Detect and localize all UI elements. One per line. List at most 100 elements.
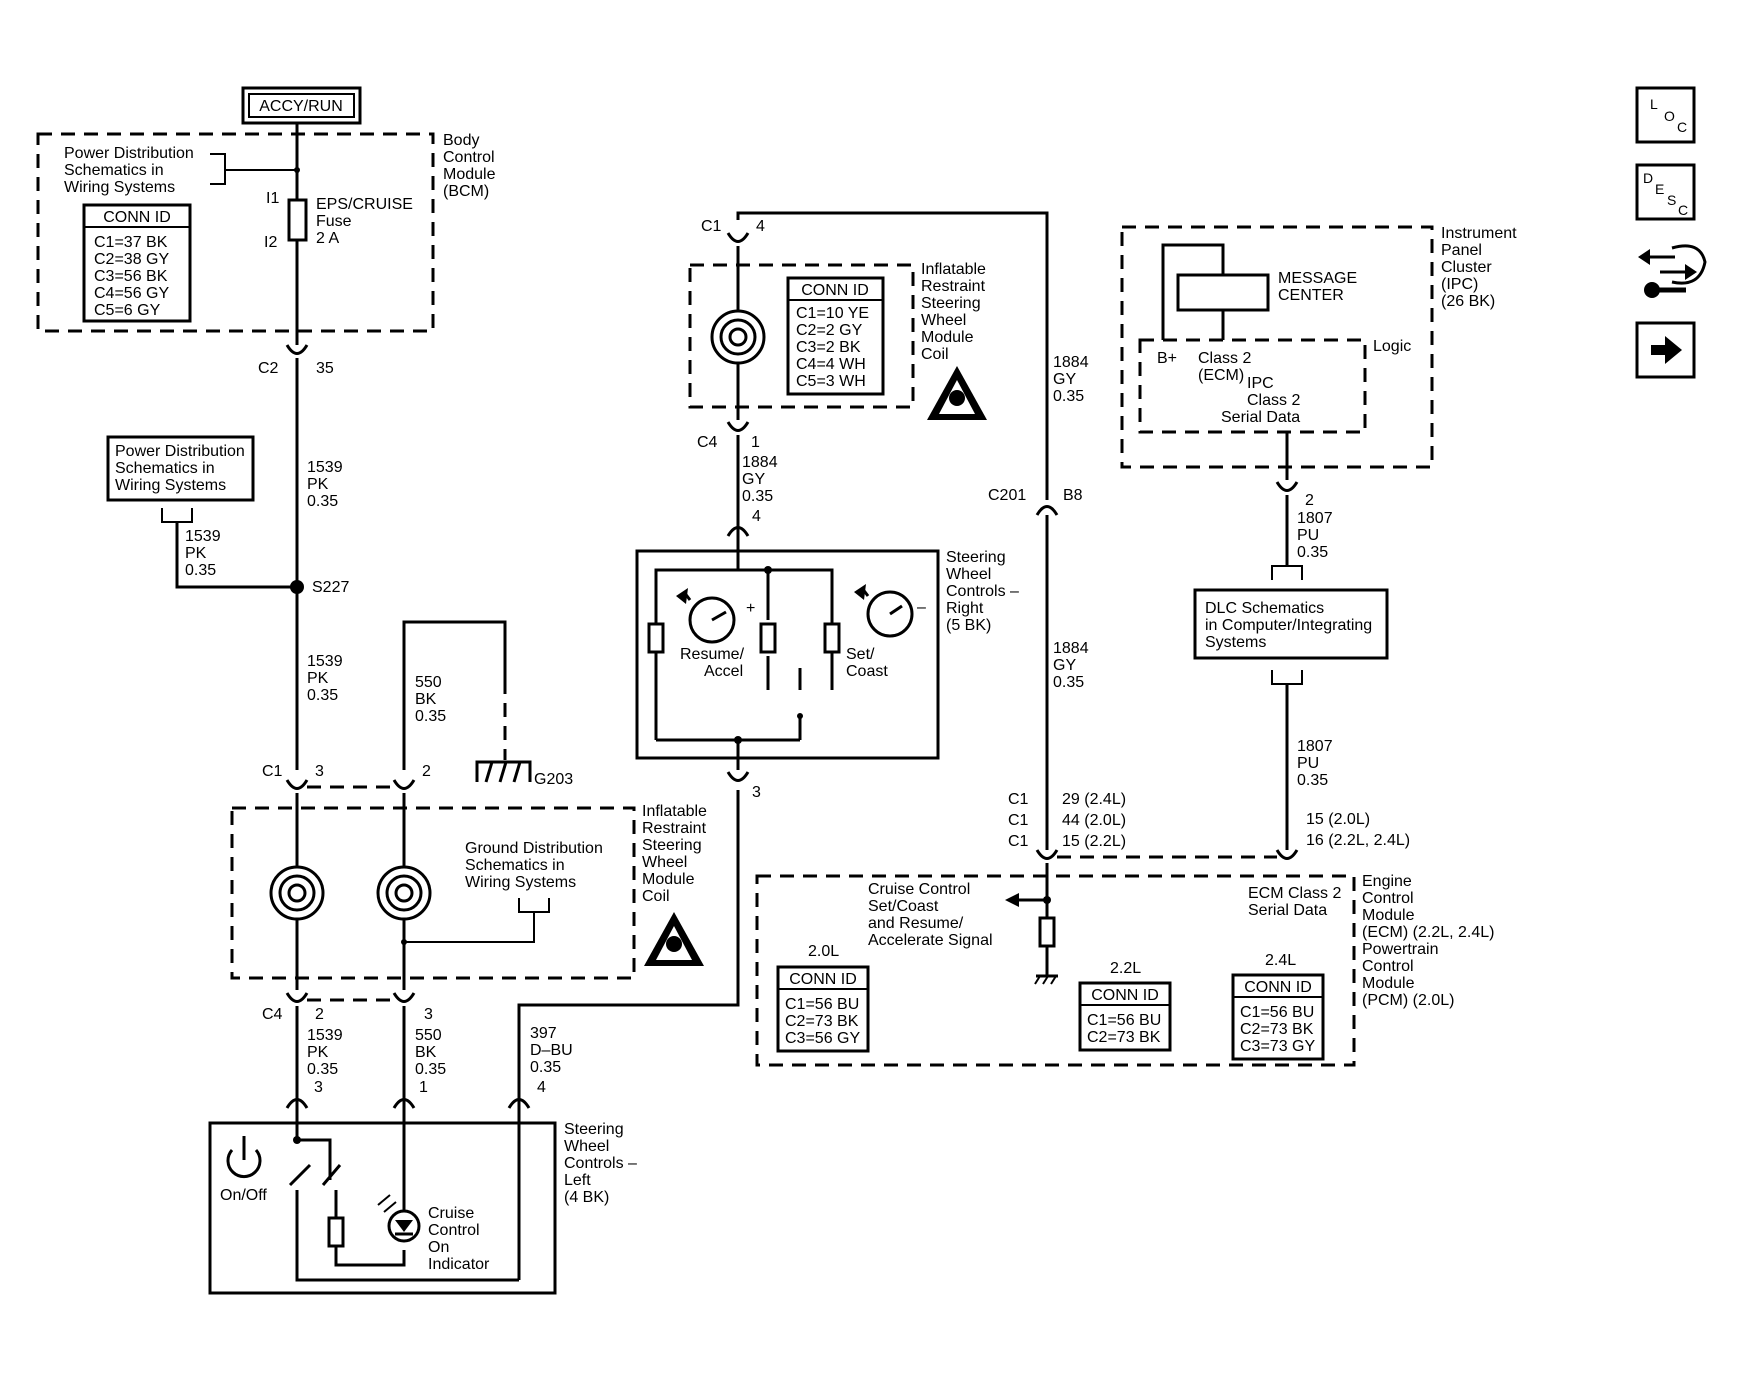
svg-text:1: 1 bbox=[751, 434, 760, 451]
connector-tool-icon bbox=[1638, 244, 1707, 298]
set-coast-gauge-icon bbox=[854, 584, 914, 638]
svg-text:2.0L: 2.0L bbox=[808, 943, 839, 960]
svg-text:1: 1 bbox=[419, 1079, 428, 1096]
c2-connector: C2 bbox=[258, 360, 279, 377]
svg-text:4: 4 bbox=[752, 508, 761, 525]
svg-text:ACCY/RUN: ACCY/RUN bbox=[259, 98, 343, 115]
power-icon bbox=[226, 1136, 262, 1179]
svg-text:3: 3 bbox=[315, 763, 324, 780]
svg-text:CONN ID: CONN ID bbox=[1244, 979, 1312, 996]
svg-text:Class 2(ECM): Class 2(ECM) bbox=[1198, 350, 1251, 384]
svg-text:E: E bbox=[1655, 181, 1664, 197]
svg-text:CONN ID: CONN ID bbox=[103, 209, 171, 226]
svg-text:D: D bbox=[1643, 170, 1653, 186]
svg-text:I2: I2 bbox=[264, 234, 277, 251]
accy-run-label: ACCY/RUN bbox=[241, 86, 362, 125]
svg-text:35: 35 bbox=[316, 360, 334, 377]
svg-text:2: 2 bbox=[422, 763, 431, 780]
svg-text:B+: B+ bbox=[1157, 350, 1177, 367]
arrow-right-icon bbox=[1651, 336, 1682, 364]
svg-text:4: 4 bbox=[756, 218, 765, 235]
c4-mid-connector: C4 bbox=[697, 434, 718, 451]
svg-text:2: 2 bbox=[315, 1006, 324, 1023]
resume-accel-gauge-icon bbox=[676, 588, 736, 644]
svg-text:S227: S227 bbox=[312, 579, 349, 596]
svg-text:On/Off: On/Off bbox=[220, 1187, 267, 1204]
svg-text:29 (2.4L)44 (2.0L)15 (2.2L): 29 (2.4L)44 (2.0L)15 (2.2L) bbox=[1062, 791, 1126, 850]
svg-text:2.2L: 2.2L bbox=[1110, 960, 1141, 977]
svg-text:I1: I1 bbox=[266, 190, 279, 207]
next-button[interactable] bbox=[1635, 321, 1696, 379]
svg-text:4: 4 bbox=[537, 1079, 546, 1096]
svg-text:15 (2.0L)16 (2.2L, 2.4L): 15 (2.0L)16 (2.2L, 2.4L) bbox=[1306, 811, 1410, 849]
ground-g203: G203 bbox=[475, 760, 573, 788]
svg-text:C: C bbox=[1677, 119, 1687, 135]
svg-text:3: 3 bbox=[314, 1079, 323, 1096]
coil-left-a-icon bbox=[269, 865, 325, 921]
svg-text:+: + bbox=[746, 600, 755, 617]
svg-text:CONN ID: CONN ID bbox=[1091, 987, 1159, 1004]
svg-text:S: S bbox=[1667, 192, 1676, 208]
c4-left-connector: C4 bbox=[262, 1006, 283, 1023]
svg-text:3: 3 bbox=[424, 1006, 433, 1023]
c1-top-connector: C1 bbox=[701, 218, 722, 235]
svg-text:Resume/Accel: Resume/Accel bbox=[680, 646, 745, 680]
tools-connector-button[interactable] bbox=[1638, 244, 1707, 298]
chassis-ground-icon bbox=[1034, 974, 1058, 985]
svg-text:CONN ID: CONN ID bbox=[789, 971, 857, 988]
svg-text:CONN ID: CONN ID bbox=[801, 282, 869, 299]
svg-text:3: 3 bbox=[752, 784, 761, 801]
svg-text:Logic: Logic bbox=[1373, 338, 1411, 355]
svg-text:G203: G203 bbox=[534, 771, 573, 788]
svg-text:2.4L: 2.4L bbox=[1265, 952, 1296, 969]
svg-text:–: – bbox=[917, 599, 926, 616]
coil-left-b-icon bbox=[376, 865, 432, 921]
svg-text:C: C bbox=[1678, 202, 1688, 218]
c201-connector: C201 bbox=[988, 487, 1026, 504]
svg-text:2: 2 bbox=[1305, 492, 1314, 509]
svg-text:L: L bbox=[1650, 96, 1658, 112]
airbag-warning-left-icon bbox=[644, 912, 704, 966]
desc-button[interactable]: D E S C bbox=[1635, 163, 1696, 221]
loc-button[interactable]: L O C bbox=[1635, 86, 1696, 144]
